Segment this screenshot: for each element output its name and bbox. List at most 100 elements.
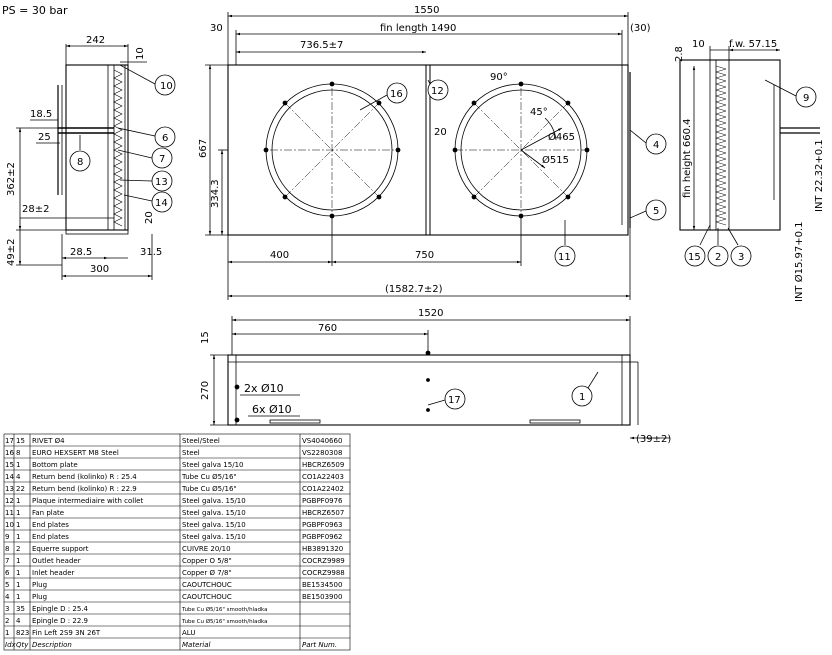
bom-cell: VS4040660 — [302, 437, 342, 445]
balloon-17 — [444, 388, 466, 410]
dim-400: 400 — [270, 250, 289, 261]
dim-10-side: 10 — [135, 47, 146, 60]
bom-cell: Return bend (kolinko) R : 25.4 — [32, 473, 137, 481]
fin-width: f.w. 57.15 — [729, 39, 777, 50]
balloon-4 — [645, 133, 667, 155]
bom-cell: CO1A22403 — [302, 473, 344, 481]
bom-cell: 9 — [5, 533, 9, 541]
bom-cell: Bottom plate — [32, 461, 78, 469]
bom-cell: 14 — [5, 473, 14, 481]
bom-cell: Plaque intermediaire with collet — [32, 497, 143, 505]
bom-cell: 2 — [16, 545, 20, 553]
svg-text:13: 13 — [155, 177, 168, 188]
dim-750: 750 — [415, 250, 434, 261]
bom-cell: 1 — [16, 509, 20, 517]
bom-cell: Outlet header — [32, 557, 81, 565]
bom-cell: HBCRZ6509 — [302, 461, 344, 469]
bom-cell: Steel galva. 15/10 — [182, 521, 246, 529]
dim-20-front: 20 — [434, 127, 447, 138]
bom-header-cell: Idx — [5, 641, 17, 649]
svg-text:1: 1 — [579, 392, 585, 403]
bom-cell: Epingle D : 22.9 — [32, 617, 88, 625]
svg-text:12: 12 — [431, 86, 444, 97]
front-view: 90° 45° Ø465 Ø515 20 1550 fin length 149… — [198, 5, 651, 300]
balloon-3 — [730, 245, 752, 267]
bom-cell: 1 — [16, 497, 20, 505]
balloon-1 — [571, 385, 593, 407]
bom-cell: 1 — [16, 593, 20, 601]
bom-cell: 1 — [16, 533, 20, 541]
right-view: 10 f.w. 57.15 2.8 fin height 660.4 INT 2… — [674, 39, 825, 302]
bom-header-cell: Part Num. — [302, 641, 337, 649]
bom-cell: PGBPF0976 — [302, 497, 343, 505]
bom-cell: VS2280308 — [302, 449, 342, 457]
bom-cell: COCRZ9988 — [302, 569, 345, 577]
bom-cell: PGBPF0963 — [302, 521, 343, 529]
int-15: INT Ø15.97+0.1 — [793, 222, 805, 303]
angle-45: 45° — [530, 107, 548, 118]
bom-cell: Steel galva. 15/10 — [182, 533, 246, 541]
bom-cell: End plates — [32, 533, 69, 541]
bom-cell: Return bend (kolinko) R : 22.9 — [32, 485, 137, 493]
bom-cell: Tube Cu Ø5/16" smooth/hladka — [181, 618, 267, 625]
bom-cell: Tube Cu Ø5/16" — [181, 485, 237, 493]
bom-cell: 4 — [5, 593, 10, 601]
balloon-6 — [154, 126, 176, 148]
svg-text:14: 14 — [155, 198, 168, 209]
dia-465: Ø465 — [548, 131, 575, 143]
dim-1582: (1582.7±2) — [385, 284, 443, 295]
bom-header-cell: Qty — [16, 641, 29, 649]
bom-cell: CUIVRE 20/10 — [182, 545, 231, 553]
bom-cell: PGBPF0962 — [302, 533, 343, 541]
svg-text:4: 4 — [653, 140, 659, 151]
bom-cell: Copper O 5/8" — [182, 557, 232, 565]
dia-515: Ø515 — [542, 154, 569, 166]
bom-cell: Tube Cu Ø5/16" smooth/hladka — [181, 606, 267, 613]
bom-cell: 4 — [16, 617, 21, 625]
bom-cell: 17 — [5, 437, 14, 445]
bom-cell: 15 — [5, 461, 14, 469]
bom-cell: 4 — [16, 473, 21, 481]
bom-cell: 3 — [5, 605, 9, 613]
bom-cell: HBCRZ6507 — [302, 509, 344, 517]
dim-300: 300 — [90, 264, 109, 275]
bom-cell: Inlet header — [32, 569, 75, 577]
bom-cell: Tube Cu Ø5/16" — [181, 473, 237, 481]
balloon-12 — [427, 79, 449, 101]
bom-cell: Epingle D : 25.4 — [32, 605, 88, 613]
bom-cell: 1 — [16, 557, 20, 565]
dim-760: 760 — [318, 323, 337, 334]
dim-10-right: 10 — [692, 39, 705, 50]
svg-text:7: 7 — [159, 154, 165, 165]
dim-25: 25 — [38, 132, 51, 143]
balloon-15 — [684, 245, 706, 267]
bom-cell: 7 — [5, 557, 9, 565]
holes-2x: 2x Ø10 — [244, 382, 284, 395]
bom-cell: Fan plate — [32, 509, 64, 517]
bom-cell: 15 — [16, 437, 25, 445]
bom-cell: Steel galva 15/10 — [182, 461, 243, 469]
dim-270: 270 — [200, 381, 211, 400]
bom-cell: 16 — [5, 449, 14, 457]
dim-334: 334.3 — [210, 179, 221, 208]
svg-text:6: 6 — [162, 133, 168, 144]
bom-cell: 8 — [16, 449, 20, 457]
bom-cell: 823 — [16, 629, 29, 637]
bom-cell: HB3891320 — [302, 545, 343, 553]
balloon-2 — [707, 245, 729, 267]
svg-text:3: 3 — [738, 252, 744, 263]
bom-cell: Plug — [32, 593, 47, 601]
holes-6x: 6x Ø10 — [252, 403, 292, 416]
bom-cell: ALU — [182, 629, 195, 637]
balloon-10 — [154, 74, 176, 96]
svg-text:9: 9 — [803, 93, 809, 104]
bom-cell: 1 — [16, 521, 20, 529]
bom-cell: 35 — [16, 605, 25, 613]
dim-18-5: 18.5 — [30, 109, 52, 120]
dim-1520: 1520 — [418, 308, 443, 319]
bom-cell: 1 — [5, 629, 9, 637]
bom-cell: COCRZ9989 — [302, 557, 345, 565]
svg-text:16: 16 — [390, 89, 403, 100]
dim-31-5: 31.5 — [140, 247, 162, 258]
